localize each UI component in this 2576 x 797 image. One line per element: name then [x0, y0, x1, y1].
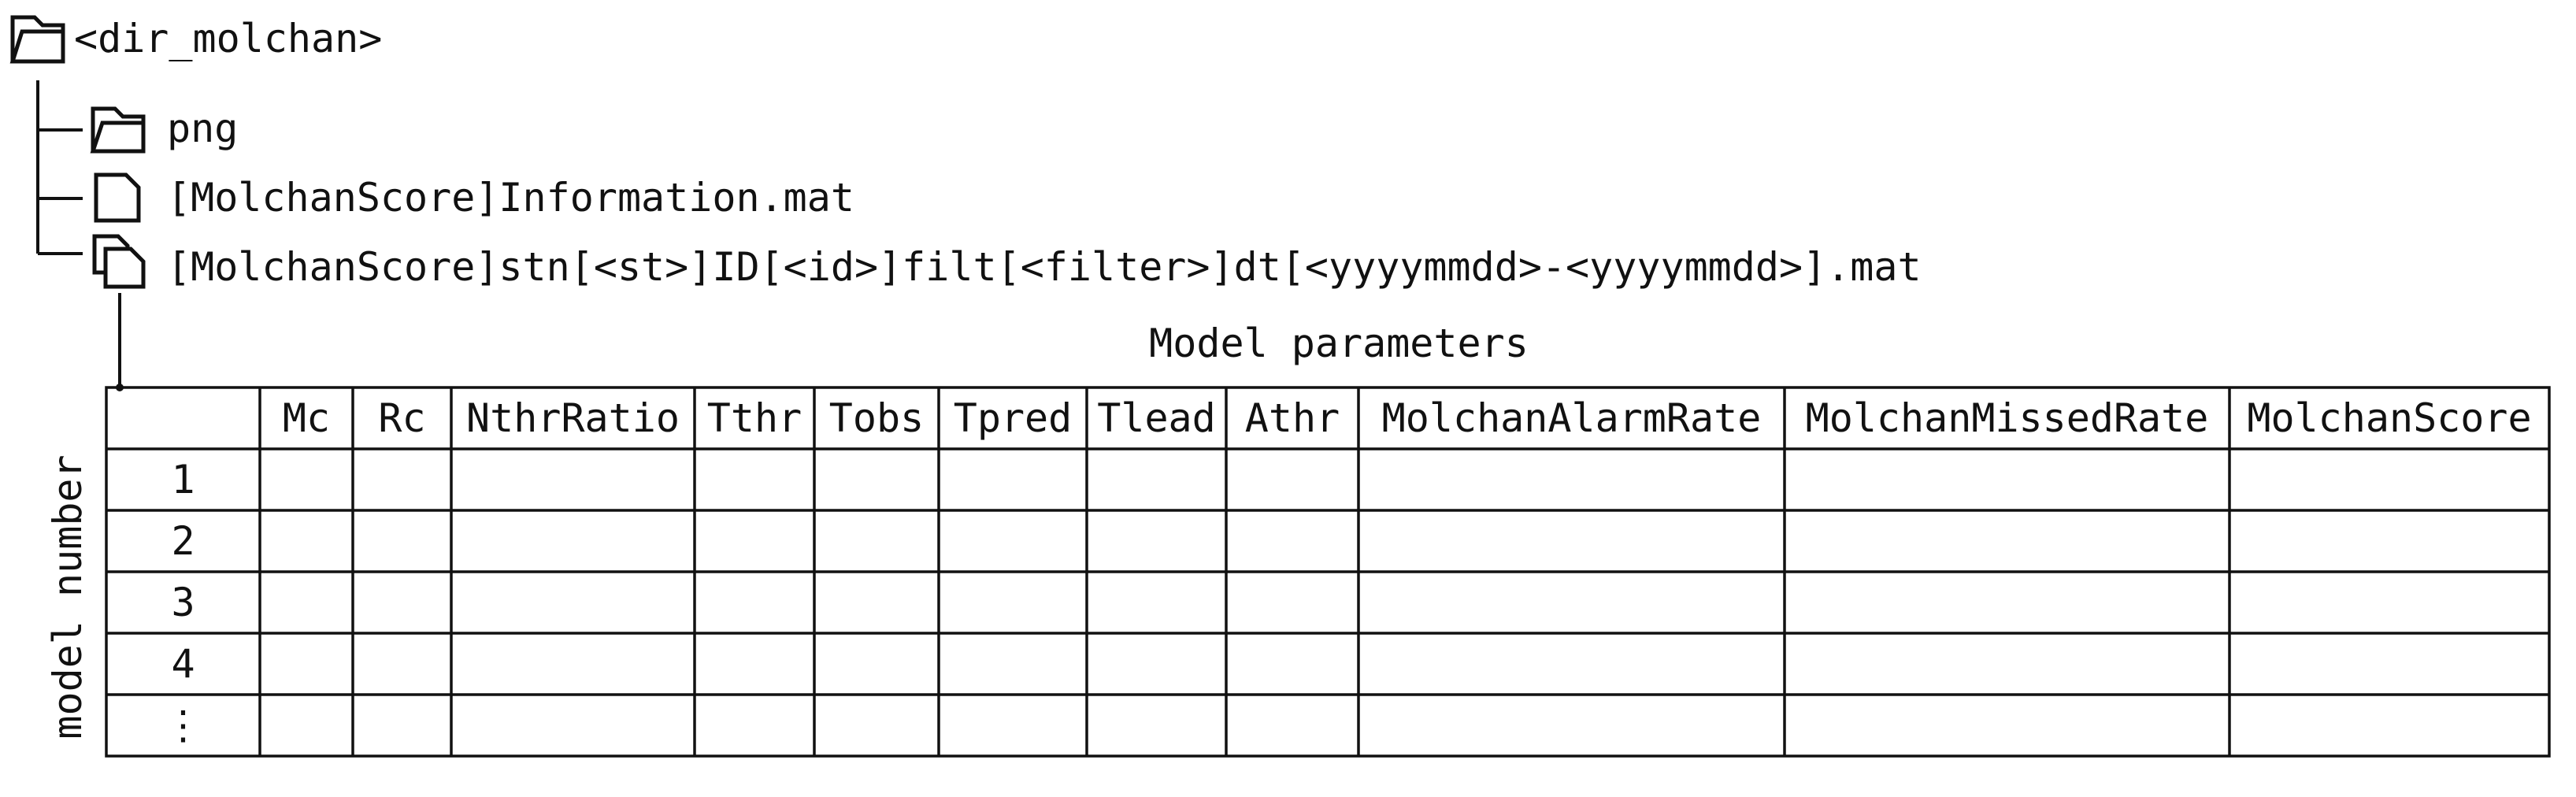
column-header: Tpred — [954, 395, 1073, 441]
table-header-row: Mc Rc NthrRatio Tthr Tobs Tpred Tlead Athr Molch… — [283, 395, 2532, 441]
row-label: 1 — [171, 457, 195, 502]
column-header: MolchanMissedRate — [1806, 395, 2209, 441]
folder-icon — [90, 106, 146, 154]
column-header: MolchanAlarmRate — [1382, 395, 1762, 441]
root-dir-label: <dir_molchan> — [74, 16, 382, 61]
row-label: 3 — [171, 580, 195, 625]
tree-item-molchan-score-mat: [MolchanScore]stn[<st>]ID[<id>]filt[<fil… — [167, 244, 1922, 290]
file-icon — [94, 172, 141, 223]
root-folder-icon — [9, 15, 65, 64]
column-header: Athr — [1245, 395, 1340, 441]
column-header: Rc — [378, 395, 425, 441]
column-header: MolchanScore — [2247, 395, 2531, 441]
row-axis-label: model number — [45, 454, 91, 739]
column-header: Tlead — [1097, 395, 1216, 441]
column-header: Mc — [283, 395, 330, 441]
files-to-table-connector — [116, 293, 124, 391]
column-header: Tthr — [707, 395, 802, 441]
column-header: NthrRatio — [466, 395, 680, 441]
parameter-table — [105, 386, 2551, 758]
column-header: Tobs — [829, 395, 924, 441]
row-label: 2 — [171, 518, 195, 564]
tree-item-png: png — [167, 106, 238, 151]
table-row-labels: 1 2 3 4 ⋮ — [164, 457, 203, 748]
row-label: ⋮ — [164, 702, 203, 748]
column-group-title: Model parameters — [1149, 321, 1529, 366]
row-label: 4 — [171, 641, 195, 687]
tree-item-information-mat: [MolchanScore]Information.mat — [167, 175, 854, 221]
files-icon — [92, 234, 146, 289]
tree-connectors — [36, 80, 83, 255]
